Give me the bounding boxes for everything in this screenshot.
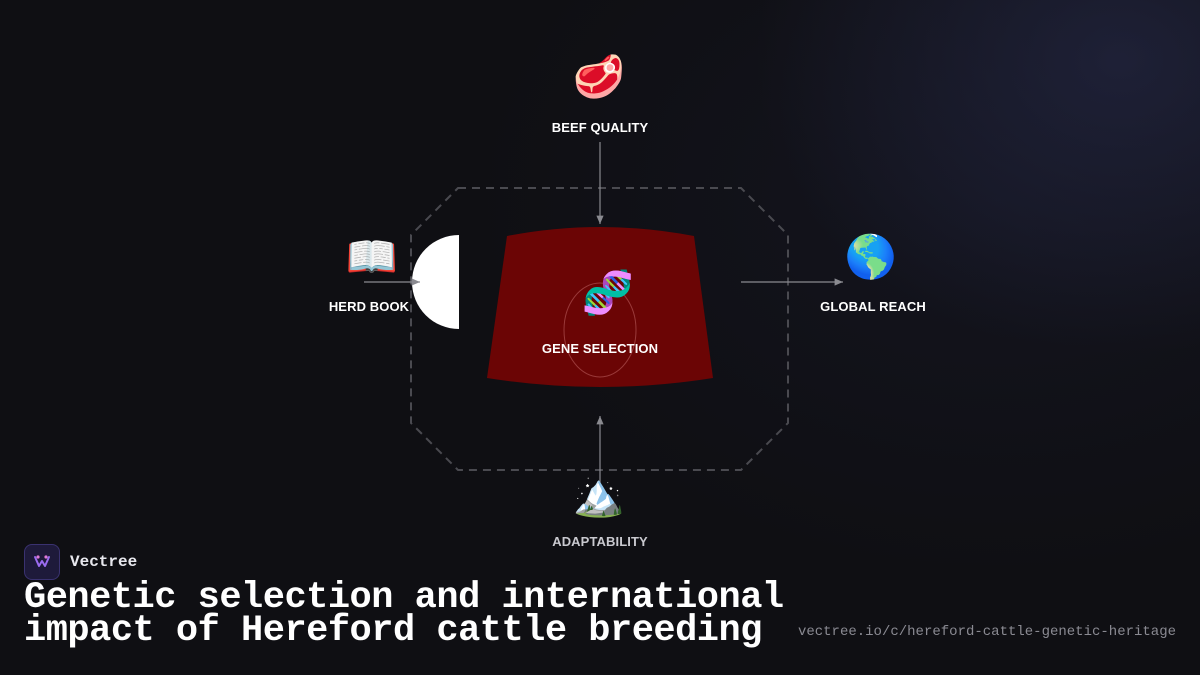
center-label-gene-selection: GENE SELECTION (541, 341, 659, 356)
node-label-beef-quality: BEEF QUALITY (551, 120, 649, 135)
source-url: vectree.io/c/hereford-cattle-genetic-her… (797, 624, 1176, 640)
center-ring (563, 282, 637, 378)
mountain-icon: 🏔️ (572, 470, 626, 519)
open-book-icon: 📖 (345, 232, 399, 281)
brand-name: Vectree (70, 553, 138, 571)
brand-logo-icon (24, 544, 60, 580)
center-shape (487, 227, 713, 387)
octagon-frame (410, 187, 789, 471)
globe-icon: 🌎 (844, 232, 898, 281)
dna-icon: 🧬 (581, 268, 635, 317)
half-disc-shape (412, 235, 459, 329)
page-title: Genetic selection and international impa… (24, 577, 784, 652)
node-label-adaptability: ADAPTABILITY (552, 534, 648, 549)
node-label-herd-book: HERD BOOK (328, 299, 410, 314)
brand: Vectree (24, 544, 137, 580)
meat-icon: 🥩 (572, 52, 626, 101)
node-label-global-reach: GLOBAL REACH (820, 299, 926, 314)
